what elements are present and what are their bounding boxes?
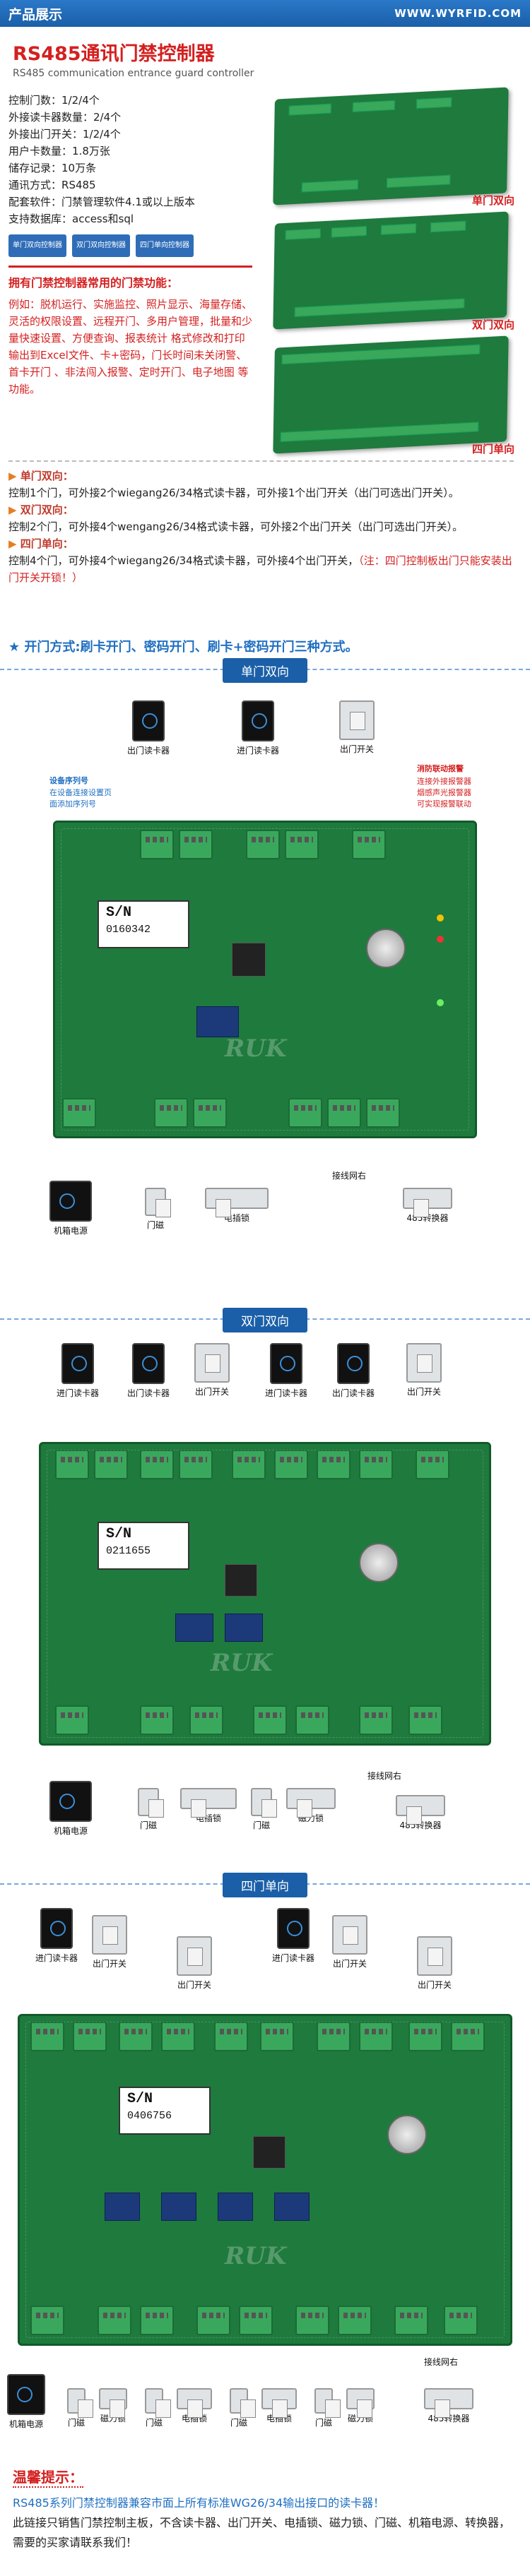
photo-caption: 双门双向 (471, 318, 514, 331)
electric-lock: 电插锁 (177, 2388, 212, 2424)
model-badges: 单门双向控制器 双门双向控制器 四门单向控制器 (8, 234, 252, 257)
photo-caption: 四门单向 (471, 443, 514, 455)
function-body: 例如：脱机运行、实施监控、照片显示、海量存储、灵活的权限设置、远程开门、多用户管… (8, 298, 253, 395)
section-title: 产品展示 (8, 6, 63, 23)
electric-lock: 电插锁 (180, 1788, 237, 1824)
door-magnet: 门磁 (145, 1188, 171, 1231)
top-bar: 产品展示 WWW.WYRFID.COM (0, 0, 530, 27)
spec-item: 用户卡数量：1.8万张 (8, 145, 110, 157)
product-title: RS485通讯门禁控制器 (13, 43, 215, 65)
power-supply: 机箱电源 (7, 2374, 45, 2430)
product-subtitle: RS485 communication entrance guard contr… (13, 68, 254, 79)
footer-line-scope: 此链接只销售门禁控制主板，不含读卡器、出门开关、电插锁、磁力锁、门磁、机箱电源、… (13, 2516, 511, 2549)
wiring-label: 接线网右 (424, 2357, 459, 2367)
exit-reader: 出门读卡器 (332, 1343, 375, 1399)
mode-descriptions: ▶ 单门双向：控制1个门，可外接2个wiegang26/34格式读卡器，可外接1… (8, 460, 514, 586)
mode-four: ▶ 四门单向：控制4个门，可外接4个wiegang26/34格式读卡器，可外接4… (8, 537, 512, 584)
power-supply: 机箱电源 (49, 1781, 92, 1837)
entry-reader: 进门读卡器 (57, 1343, 99, 1399)
magnetic-lock: 磁力锁 (99, 2388, 127, 2424)
pcb-image (273, 87, 509, 205)
device-no-label: 设备序列号 (49, 776, 88, 785)
four-door-note: （注：四门控制板出门只能安装出门开关开锁！） (8, 554, 512, 584)
door-magnet: 门磁 (314, 2388, 341, 2428)
footer-body: RS485系列门禁控制器兼容市面上所有标准WG26/34输出接口的读卡器！ 此链… (13, 2493, 517, 2553)
wiring-label: 接线网右 (332, 1171, 367, 1181)
spec-item: 通讯方式：RS485 (8, 179, 96, 191)
electric-lock: 电插锁 (205, 1188, 269, 1224)
rs485-converter: 485转换器 (424, 2388, 473, 2424)
exit-reader: 出门读卡器 (127, 700, 170, 756)
wiring-label: 接线网右 (367, 1771, 402, 1781)
pcb-image (273, 211, 509, 330)
function-box: 拥有门禁控制器常用的门禁功能： 例如：脱机运行、实施监控、照片显示、海量存储、灵… (8, 266, 252, 398)
spec-item: 控制门数：1/2/4个 (8, 94, 100, 107)
device-no-note: 在设备连接设置页面添加序列号 (49, 788, 112, 809)
intro-section: 控制门数：1/2/4个 外接读卡器数量：2/4个 外接出门开关：1/2/4个 用… (0, 79, 530, 658)
door-magnet: 门磁 (251, 1788, 277, 1831)
photo-caption: 单门双向 (471, 194, 514, 207)
pcb-image (273, 335, 509, 454)
electric-lock: 电插锁 (261, 2388, 297, 2424)
mode-double: ▶ 双门双向：控制2个门，可外接4个wengang26/34格式读卡器，可外接2… (8, 503, 464, 533)
exit-switch: 出门开关 (194, 1343, 230, 1397)
footer-line-compat: RS485系列门禁控制器兼容市面上所有标准WG26/34输出接口的读卡器！ (13, 2496, 385, 2510)
spec-list: 控制门数：1/2/4个 外接读卡器数量：2/4个 外接出门开关：1/2/4个 用… (8, 92, 252, 398)
spec-item: 外接出门开关：1/2/4个 (8, 128, 121, 141)
exit-switch: 出门开关 (339, 700, 375, 755)
door-magnet: 门磁 (230, 2388, 256, 2428)
section-header-four: 四门单向 (0, 1873, 530, 1897)
section-header-double: 双门双向 (0, 1308, 530, 1332)
photo-double-door: 双门双向 (273, 211, 522, 338)
exit-switch: 出门开关 (92, 1915, 127, 1969)
rs485-converter: 485转换器 (403, 1188, 452, 1224)
door-magnet: 门磁 (67, 2388, 93, 2428)
function-heading: 拥有门禁控制器常用的门禁功能： (8, 276, 179, 290)
spec-item: 配套软件：门禁管理软件4.1或以上版本 (8, 196, 195, 208)
entry-reader: 进门读卡器 (35, 1908, 78, 1964)
door-magnet: 门磁 (145, 2388, 171, 2428)
entry-reader: 进门读卡器 (265, 1343, 307, 1399)
spec-item: 支持数据库：access和sql (8, 213, 134, 225)
fire-alarm-label: 消防联动报警 (417, 764, 464, 773)
badge-four-door[interactable]: 四门单向控制器 (136, 234, 194, 257)
site-url[interactable]: WWW.WYRFID.COM (394, 7, 522, 20)
product-photos: 单门双向 双门双向 四门单向 (273, 87, 522, 466)
mode-single: ▶ 单门双向：控制1个门，可外接2个wiegang26/34格式读卡器，可外接1… (8, 470, 459, 499)
exit-switch: 出门开关 (177, 1936, 212, 1991)
badge-double-door[interactable]: 双门双向控制器 (72, 234, 130, 257)
magnetic-lock: 磁力锁 (286, 1788, 336, 1824)
section-header-single: 单门双向 (0, 658, 530, 683)
exit-switch: 出门开关 (332, 1915, 367, 1969)
exit-reader: 出门读卡器 (127, 1343, 170, 1399)
footer-notice: 温馨提示： RS485系列门禁控制器兼容市面上所有标准WG26/34输出接口的读… (0, 2466, 530, 2567)
entry-reader: 进门读卡器 (237, 700, 279, 756)
magnetic-lock: 磁力锁 (346, 2388, 375, 2424)
product-title-block: RS485通讯门禁控制器 RS485 communication entranc… (0, 27, 530, 79)
exit-switch: 出门开关 (406, 1343, 442, 1397)
photo-four-door: 四门单向 (273, 335, 522, 462)
exit-switch: 出门开关 (417, 1936, 452, 1991)
spec-item: 外接读卡器数量：2/4个 (8, 111, 122, 124)
door-magnet: 门磁 (138, 1788, 164, 1831)
entry-reader: 进门读卡器 (272, 1908, 314, 1964)
diagram-single-door: 出门读卡器 进门读卡器 出门开关 设备序列号 在设备连接设置页面添加序列号 消防… (0, 686, 530, 1308)
footer-heading: 温馨提示： (13, 2466, 83, 2488)
spec-item: 储存记录：10万条 (8, 162, 97, 174)
power-supply: 机箱电源 (49, 1181, 92, 1236)
badge-single-door[interactable]: 单门双向控制器 (8, 234, 66, 257)
photo-single-door: 单门双向 (273, 87, 522, 213)
rs485-converter: 485转换器 (396, 1795, 445, 1831)
open-methods-tip: ★ 开门方式:刷卡开门、密码开门、刷卡+密码开门三种方式。 (8, 640, 358, 655)
